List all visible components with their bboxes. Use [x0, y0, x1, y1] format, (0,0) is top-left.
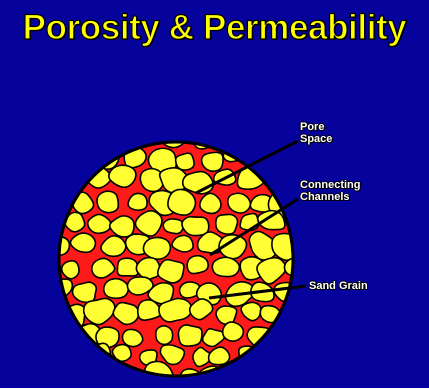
- sand-grain: [216, 214, 238, 234]
- sand-grain: [228, 193, 251, 213]
- sand-grain: [202, 152, 223, 171]
- sand-grain: [212, 257, 239, 276]
- sand-grain: [223, 322, 244, 341]
- sand-grain: [172, 235, 193, 252]
- sand-grain: [178, 325, 202, 346]
- pore-space-label-line-1: Pore: [300, 121, 332, 133]
- sand-grain: [240, 214, 259, 231]
- sand-grain: [284, 258, 307, 276]
- connecting-channels-label: Connecting Channels: [300, 179, 361, 203]
- connecting-channels-label-line-2: Channels: [300, 191, 361, 203]
- sand-grain: [163, 219, 183, 234]
- sand-grain: [122, 329, 142, 346]
- sand-grain: [187, 256, 208, 274]
- sand-grain: [104, 279, 129, 299]
- sand-grain: [97, 191, 118, 212]
- sand-grain: [168, 189, 196, 215]
- sand-grain-label: Sand Grain: [309, 280, 368, 292]
- sand-grain: [143, 237, 170, 259]
- sand-grain: [161, 128, 185, 148]
- pore-space-label: Pore Space: [300, 121, 332, 145]
- sand-grain: [182, 217, 209, 236]
- sand-grain: [117, 258, 138, 276]
- sand-grain: [128, 193, 147, 210]
- sand-grain: [156, 326, 173, 345]
- connecting-channels-label-line-1: Connecting: [300, 179, 361, 191]
- sand-grain: [73, 282, 97, 302]
- sand-grain: [176, 153, 195, 170]
- sand-grain: [258, 211, 285, 230]
- pore-space-label-line-2: Space: [300, 133, 332, 145]
- sand-grain: [158, 260, 184, 283]
